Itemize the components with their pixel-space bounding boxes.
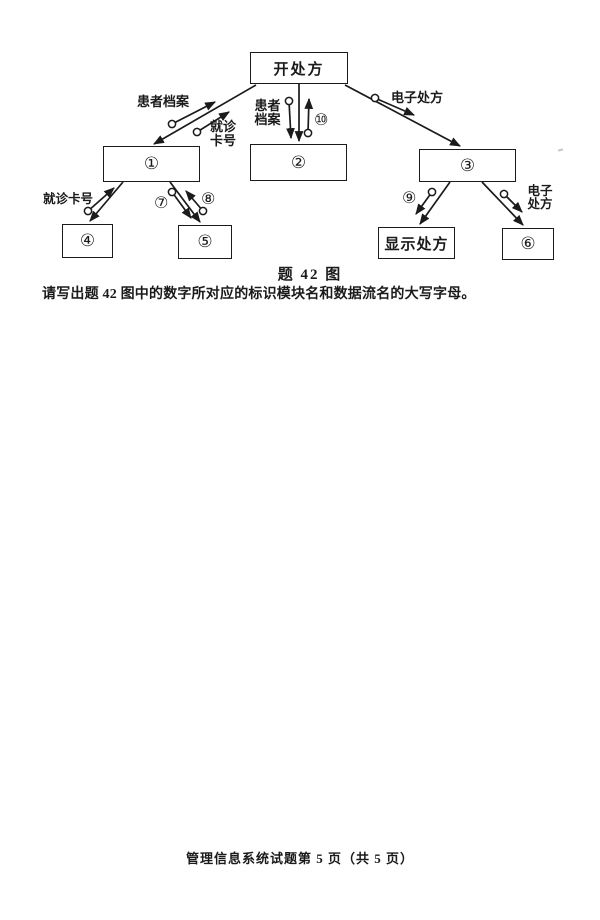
couple-e-rx-down-arrow xyxy=(374,97,416,116)
connector-m1-to-m5 xyxy=(169,181,201,223)
flow-label-patient-file-mid: 患者 档案 xyxy=(254,98,281,127)
couple-tail-circle xyxy=(370,93,380,103)
couple-card-no-left-arrow xyxy=(87,187,115,212)
flow-label-e-rx-top: 电子处方 xyxy=(391,90,444,105)
flow-label-card-no-left: 就诊卡号 xyxy=(43,192,94,206)
couple-tail-circle xyxy=(499,189,509,199)
flow-label-9: ⑨ xyxy=(402,188,417,207)
connector-prescribe-to-m1 xyxy=(153,84,257,145)
box-module-5: ⑤ xyxy=(178,225,232,259)
box-module-2: ② xyxy=(250,144,347,181)
box-display-rx: 显示处方 xyxy=(378,227,455,259)
couple-tail-circle xyxy=(303,128,313,138)
structure-chart-lines xyxy=(83,84,524,226)
structure-chart-figure: 开处方 ① ② ③ ④ ⑤ 显示处方 ⑥ 患者档案 就诊 卡号 患者 档案 ⑩ … xyxy=(0,0,600,300)
flow-label-7: ⑦ xyxy=(154,193,169,212)
flow-label-e-rx-right: 电子 处方 xyxy=(527,184,553,211)
box-prescribe: 开处方 xyxy=(250,52,348,84)
flow-label-patient-file-top: 患者档案 xyxy=(137,94,190,109)
box-module-4: ④ xyxy=(62,224,113,258)
figure-caption: 题 42 图 xyxy=(277,267,343,283)
flow-label-10: ⑩ xyxy=(314,110,329,129)
couple-tail-circle xyxy=(83,206,93,216)
couple-patient-file-down-arrow xyxy=(286,100,295,140)
question-text: 请写出题 42 图中的数字所对应的标识模块名和数据流名的大写字母。 xyxy=(42,287,476,302)
connector-m3-to-m6 xyxy=(481,181,524,226)
couple-patient-file-up-arrow xyxy=(171,101,216,125)
couple-tail-circle xyxy=(167,119,177,129)
couple-tail-circle xyxy=(192,127,202,137)
box-module-1: ① xyxy=(103,146,200,182)
connector-m3-to-display xyxy=(419,181,451,225)
box-module-3: ③ xyxy=(419,149,516,182)
connector-prescribe-to-m3 xyxy=(344,84,461,147)
couple-9-down-arrow xyxy=(415,191,433,215)
couple-tail-circle xyxy=(427,187,437,197)
flow-label-8: ⑧ xyxy=(201,189,216,208)
module-connectors xyxy=(89,84,524,226)
couple-card-no-up-arrow xyxy=(196,111,230,133)
couple-8-up-arrow xyxy=(185,190,204,212)
page-footer: 管理信息系统试题第 5 页（共 5 页） xyxy=(185,851,414,866)
box-module-6: ⑥ xyxy=(502,228,554,260)
flow-label-card-no-top: 就诊 卡号 xyxy=(209,119,236,148)
couple-tail-circle xyxy=(167,187,177,197)
couple-7-down-arrow xyxy=(171,191,192,219)
couple-10-up-arrow xyxy=(304,97,314,134)
data-couple-arrows xyxy=(83,93,523,219)
couple-tail-circle xyxy=(284,96,294,106)
couple-tail-circle xyxy=(198,206,208,216)
connector-m1-to-m4 xyxy=(89,181,124,222)
